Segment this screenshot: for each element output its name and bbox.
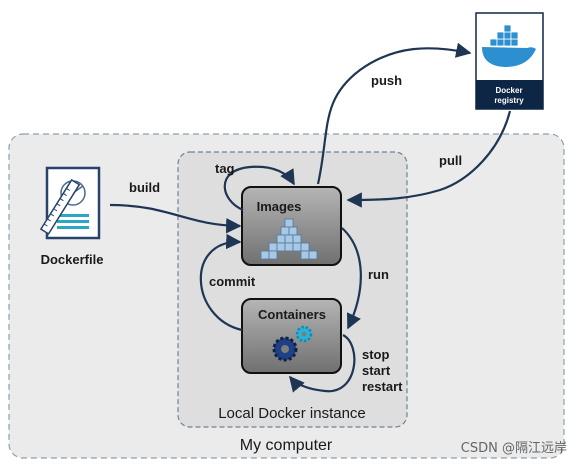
build-label: build	[129, 180, 160, 195]
pull-label: pull	[439, 153, 462, 168]
commit-label: commit	[209, 274, 256, 289]
push-arrow	[316, 42, 472, 185]
pull-arrow	[346, 110, 512, 208]
commit-arrow	[199, 233, 243, 332]
my-computer-label: My computer	[240, 437, 333, 454]
stop-start-restart-arrow	[289, 334, 356, 393]
watermark: CSDN @隔江远岸	[461, 441, 567, 456]
containers-label: Containers	[258, 307, 326, 322]
containers-box	[241, 298, 342, 374]
run-arrow	[341, 227, 362, 330]
images-label: Images	[257, 199, 302, 214]
docker-whale-icon	[482, 24, 536, 67]
run-label: run	[368, 267, 389, 282]
tag-label: tag	[215, 161, 235, 176]
build-arrow	[109, 203, 242, 234]
dockerfile-label: Dockerfile	[41, 252, 104, 267]
local-docker-instance-label: Local Docker instance	[218, 405, 366, 422]
start-label: start	[362, 363, 391, 378]
registry-label-line2: registry	[494, 96, 524, 105]
dockerfile-icon	[39, 166, 101, 240]
image-layers-icon	[260, 218, 318, 260]
restart-label: restart	[362, 379, 403, 394]
gears-icon	[272, 325, 313, 362]
push-label: push	[371, 73, 402, 88]
stop-label: stop	[362, 347, 390, 362]
registry-label-line1: Docker	[495, 86, 522, 95]
tag-arrow	[223, 165, 295, 212]
